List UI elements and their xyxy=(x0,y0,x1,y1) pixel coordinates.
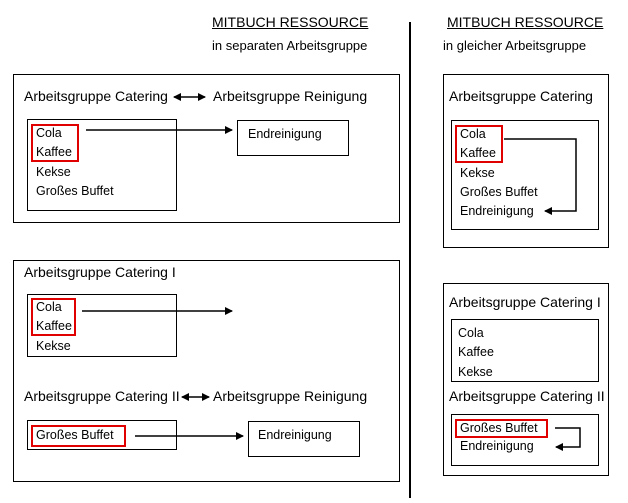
right-s2-item-kekse: Kekse xyxy=(458,365,493,379)
right-heading-subtitle: in gleicher Arbeitsgruppe xyxy=(443,38,587,53)
right-section1-container xyxy=(443,74,609,248)
left-s1-group-cleaning-label: Arbeitsgruppe Reinigung xyxy=(213,88,368,104)
left-s2-highlight-1 xyxy=(31,298,76,336)
right-s1-item-buffet: Großes Buffet xyxy=(460,185,538,199)
left-heading-title: MITBUCH RESSOURCE xyxy=(212,14,369,30)
right-s2-item-cola: Cola xyxy=(458,326,484,340)
left-s2-group-catering2-label: Arbeitsgruppe Catering II xyxy=(24,388,180,404)
left-heading-subtitle: in separaten Arbeitsgruppe xyxy=(212,38,368,53)
left-s1-group-catering-label: Arbeitsgruppe Catering xyxy=(24,88,168,104)
right-section2-container xyxy=(443,283,609,476)
right-s1-group-catering-label: Arbeitsgruppe Catering xyxy=(449,88,593,104)
right-s1-item-kekse: Kekse xyxy=(460,166,495,180)
right-s2-catering2-box xyxy=(451,414,599,466)
right-s1-highlight xyxy=(455,125,503,163)
left-s2-catering1-items-box xyxy=(27,294,177,357)
left-s2-item-buffet: Großes Buffet xyxy=(36,428,114,442)
left-s2-group-catering1-label: Arbeitsgruppe Catering I xyxy=(24,264,176,280)
right-s2-group-catering2-label: Arbeitsgruppe Catering II xyxy=(449,388,605,404)
right-s2-item-kaffee: Kaffee xyxy=(458,345,494,359)
right-s1-item-kaffee: Kaffee xyxy=(460,146,496,160)
right-s1-item-cola: Cola xyxy=(460,127,486,141)
left-s1-catering-items-box xyxy=(27,119,177,211)
left-s2-item-kaffee: Kaffee xyxy=(36,319,72,333)
right-s1-items-box xyxy=(451,120,599,230)
right-s2-item-buffet: Großes Buffet xyxy=(460,421,538,435)
column-divider xyxy=(409,22,411,498)
left-s2-catering2-box xyxy=(27,420,177,450)
right-s2-catering1-items-box xyxy=(451,319,599,382)
left-s2-cleaning-box xyxy=(248,421,360,457)
left-s1-item-cola: Cola xyxy=(36,126,62,140)
left-s1-item-kaffee: Kaffee xyxy=(36,145,72,159)
left-s1-highlight xyxy=(31,124,79,162)
left-s1-item-buffet: Großes Buffet xyxy=(36,184,114,198)
right-s2-highlight xyxy=(455,419,548,438)
left-section1-container xyxy=(13,74,400,223)
right-s2-item-endreinigung: Endreinigung xyxy=(460,439,534,453)
left-s2-group-cleaning-label: Arbeitsgruppe Reinigung xyxy=(213,388,368,404)
right-s1-item-endreinigung: Endreinigung xyxy=(460,204,534,218)
left-s2-item-endreinigung: Endreinigung xyxy=(258,428,332,442)
left-section2-container xyxy=(13,260,400,482)
left-s2-item-cola: Cola xyxy=(36,300,62,314)
left-s1-item-kekse: Kekse xyxy=(36,165,71,179)
left-s1-cleaning-box xyxy=(237,120,349,156)
left-s1-item-endreinigung: Endreinigung xyxy=(248,127,322,141)
right-s2-group-catering1-label: Arbeitsgruppe Catering I xyxy=(449,294,601,310)
left-s2-highlight-2 xyxy=(31,425,126,447)
left-s2-item-kekse: Kekse xyxy=(36,339,71,353)
right-heading-title: MITBUCH RESSOURCE xyxy=(447,14,604,30)
